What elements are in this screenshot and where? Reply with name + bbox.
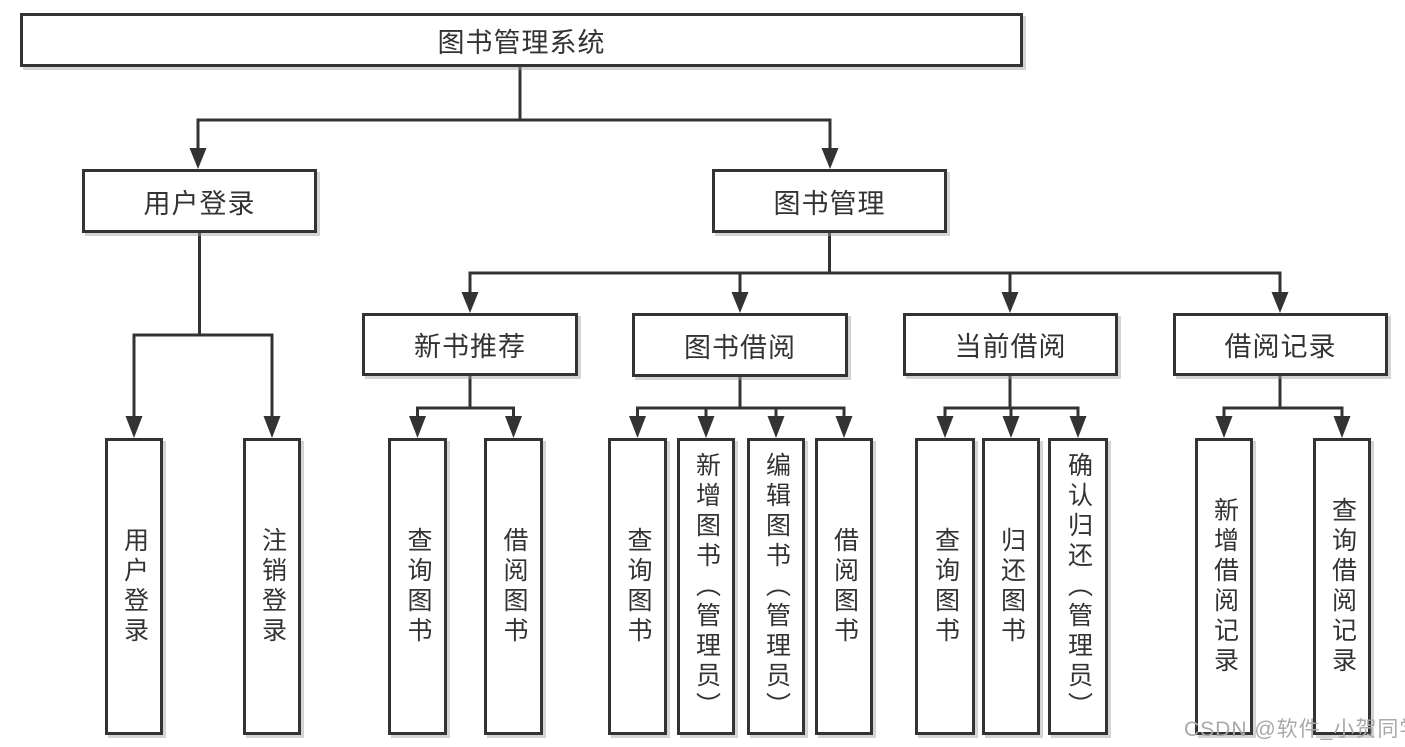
connector-book-borrow-branch xyxy=(636,375,846,420)
connector-root-to-level2 xyxy=(196,65,832,152)
arrow-icon xyxy=(1215,416,1233,438)
leaf-nbr-query-books: 查询图书 xyxy=(388,438,447,735)
leaf-bb-add-books-admin: 新增图书（管理员） xyxy=(677,438,735,735)
arrow-icon xyxy=(461,292,479,313)
node-label: 查询图书 xyxy=(404,526,432,647)
node-label: 借阅记录 xyxy=(1224,332,1337,362)
arrow-icon xyxy=(731,292,749,313)
node-label: 图书管理 xyxy=(773,188,886,219)
arrow-icon xyxy=(835,416,853,438)
node-label: 借阅图书 xyxy=(830,526,859,647)
node-label: 编辑图书（管理员） xyxy=(762,451,791,722)
node-label: 图书借阅 xyxy=(684,332,796,363)
connector-new-book-branch xyxy=(416,374,515,420)
node-label: 注销登录 xyxy=(258,526,287,647)
leaf-cb-confirm-return-admin: 确认归还（管理员） xyxy=(1048,438,1108,735)
arrow-icon xyxy=(189,148,207,169)
leaf-br-query-record: 查询借阅记录 xyxy=(1313,438,1371,735)
arrowheads xyxy=(125,148,1351,438)
node-user-login-group: 用户登录 xyxy=(82,169,317,233)
arrow-icon xyxy=(1271,292,1289,313)
node-label: 查询图书 xyxy=(624,526,652,647)
arrow-icon xyxy=(936,416,954,438)
leaf-cb-return-books: 归还图书 xyxy=(982,438,1040,735)
connector-book-management-branch xyxy=(468,231,1282,296)
node-current-borrowing: 当前借阅 xyxy=(903,313,1118,376)
node-label: 确认归还（管理员） xyxy=(1064,451,1093,722)
csdn-watermark: CSDN @软件_小贺同学 xyxy=(1184,718,1405,741)
arrow-icon xyxy=(629,416,646,438)
arrow-icon xyxy=(409,416,426,438)
node-root: 图书管理系统 xyxy=(20,13,1023,67)
leaf-logout: 注销登录 xyxy=(243,438,301,735)
arrow-icon xyxy=(125,416,143,438)
node-book-management: 图书管理 xyxy=(712,169,947,233)
node-label: 查询图书 xyxy=(931,526,960,647)
arrow-icon xyxy=(697,416,715,438)
node-label: 用户登录 xyxy=(143,188,256,219)
node-label: 新增借阅记录 xyxy=(1210,496,1239,677)
leaf-bb-borrow-books: 借阅图书 xyxy=(815,438,873,735)
connector-user-login-branch xyxy=(132,231,274,420)
arrow-icon xyxy=(1002,416,1020,438)
connector-borrow-records-branch xyxy=(1222,374,1344,420)
node-book-borrowing: 图书借阅 xyxy=(632,313,848,377)
node-label: 图书管理系统 xyxy=(437,27,606,58)
arrow-icon xyxy=(263,416,281,438)
node-label: 借阅图书 xyxy=(500,526,528,647)
leaf-br-add-record: 新增借阅记录 xyxy=(1195,438,1253,735)
node-label: 新增图书（管理员） xyxy=(692,451,721,722)
node-new-book-recommend: 新书推荐 xyxy=(362,313,578,376)
arrow-icon xyxy=(1069,416,1087,438)
node-label: 归还图书 xyxy=(997,526,1026,647)
arrow-icon xyxy=(1333,416,1351,438)
arrow-icon xyxy=(767,416,785,438)
arrow-icon xyxy=(505,416,522,438)
leaf-bb-edit-books-admin: 编辑图书（管理员） xyxy=(747,438,805,735)
arrow-icon xyxy=(1001,292,1019,313)
node-label: 查询借阅记录 xyxy=(1328,496,1357,677)
connector-current-borrow-branch xyxy=(943,374,1080,420)
leaf-bb-query-books: 查询图书 xyxy=(608,438,667,735)
node-label: 用户登录 xyxy=(120,526,149,647)
node-borrow-records: 借阅记录 xyxy=(1173,313,1388,376)
leaf-cb-query-books: 查询图书 xyxy=(915,438,975,735)
node-label: 当前借阅 xyxy=(954,332,1067,362)
connector-lines xyxy=(132,65,1344,420)
leaf-user-login: 用户登录 xyxy=(105,438,163,735)
arrow-icon xyxy=(821,148,839,169)
leaf-nbr-borrow-books: 借阅图书 xyxy=(484,438,543,735)
node-label: 新书推荐 xyxy=(414,332,526,362)
